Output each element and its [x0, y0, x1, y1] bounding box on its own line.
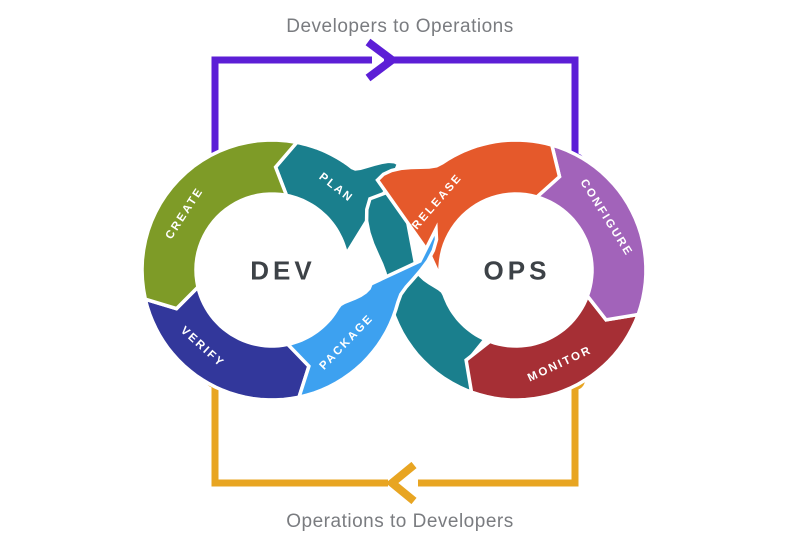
segment-release [375, 138, 562, 279]
segment-configure [533, 142, 648, 322]
top-flow-caption: Developers to Operations [286, 16, 514, 37]
bottom-flow-caption: Operations to Developers [286, 511, 514, 532]
ops-core-label: OPS [483, 255, 551, 286]
segment-monitor [464, 292, 641, 402]
segment-create [140, 138, 301, 311]
top-flow-arrowhead [365, 38, 399, 82]
top-flow-line [211, 38, 579, 162]
segment-package [284, 222, 439, 400]
dev-core-label: DEV [250, 255, 316, 286]
bottom-flow-arrowhead [385, 461, 417, 505]
bottom-flow-line [211, 378, 579, 505]
